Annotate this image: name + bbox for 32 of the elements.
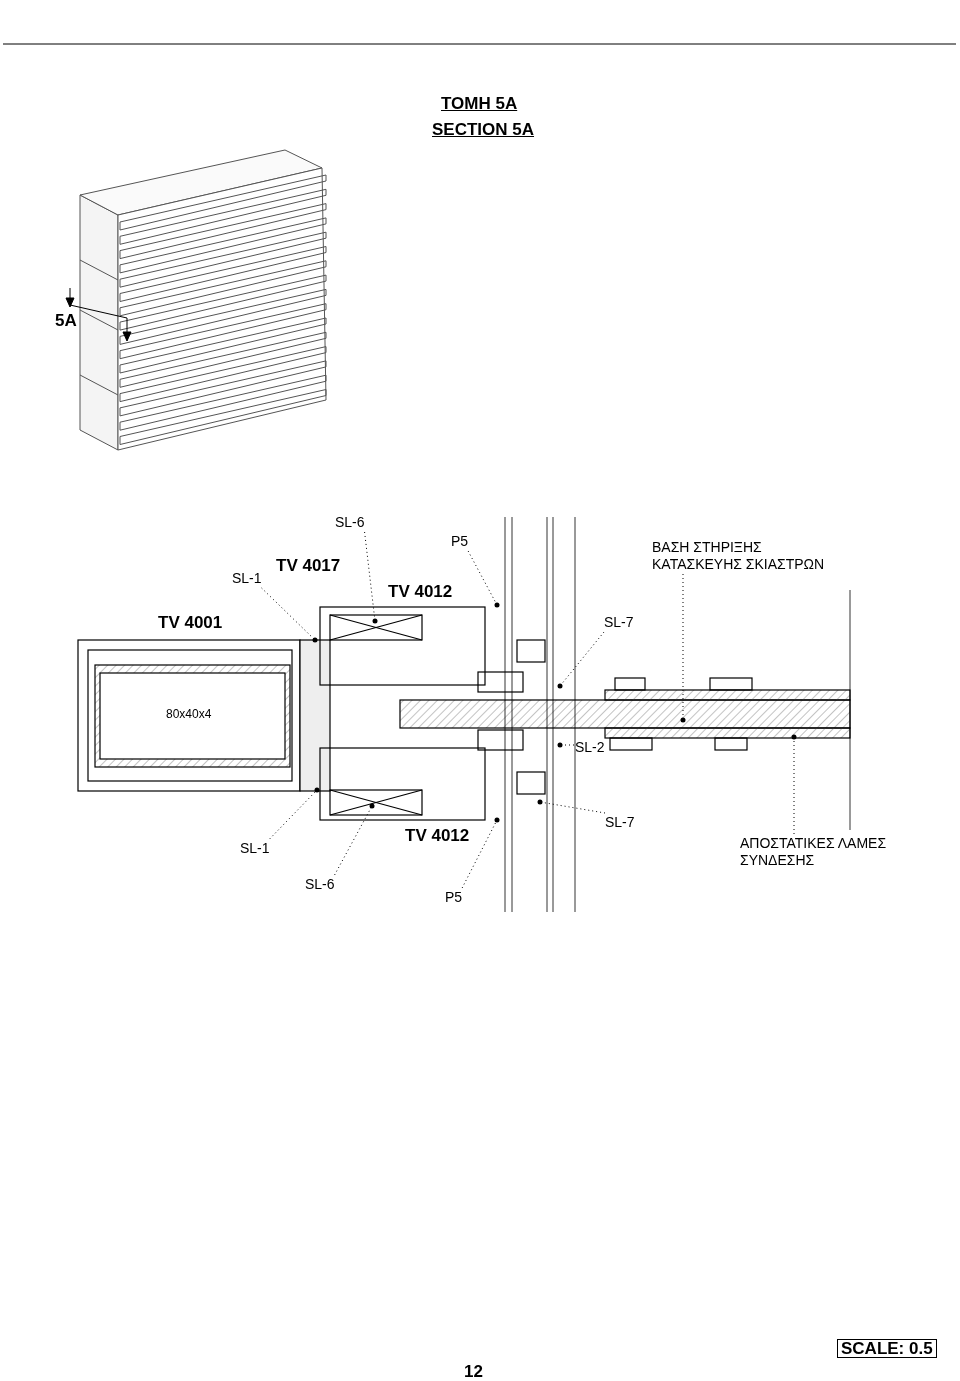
part-label: SL-6 [335, 514, 365, 531]
part-label: SL-6 [305, 876, 335, 893]
leader-line [364, 531, 378, 624]
leader-line [467, 550, 500, 608]
leader-line [557, 742, 575, 748]
section-title: ΤΟΜΗ 5A [441, 95, 518, 112]
part-label: ΒΑΣΗ ΣΤΗΡΙΞΗΣ ΚΑΤΑΣΚΕΥΗΣ ΣΚΙΑΣΤΡΩΝ [652, 539, 832, 573]
part-label: P5 [451, 533, 469, 550]
profile-code: TV 4017 [276, 557, 341, 574]
leader-line [461, 817, 500, 889]
leader-line [269, 787, 320, 840]
profile-code: TV 4001 [158, 614, 223, 631]
tube-dimension: 80x40x4 [166, 706, 212, 723]
leader-line [557, 631, 605, 689]
part-label: SL-7 [604, 614, 634, 631]
page-number: 12 [464, 1363, 483, 1380]
part-label: SL-1 [240, 840, 270, 857]
part-label: SL-7 [605, 814, 635, 831]
section-mark: 5A [55, 312, 77, 329]
section-title: SECTION 5A [432, 121, 535, 138]
leader-line [261, 587, 318, 643]
leader-line [537, 799, 606, 814]
part-label: SL-1 [232, 570, 262, 587]
profile-code: TV 4012 [388, 583, 453, 600]
part-label: P5 [445, 889, 463, 906]
leader-line [334, 803, 375, 876]
profile-code: TV 4012 [405, 827, 470, 844]
leader-line [791, 734, 797, 835]
part-label: ΑΠΟΣΤΑΤΙΚΕΣ ΛΑΜΕΣ ΣΥΝΔΕΣΗΣ [740, 835, 920, 869]
leader-line [680, 573, 686, 723]
scale-label: SCALE: 0.5 [837, 1339, 937, 1358]
part-label: SL-2 [575, 739, 605, 756]
